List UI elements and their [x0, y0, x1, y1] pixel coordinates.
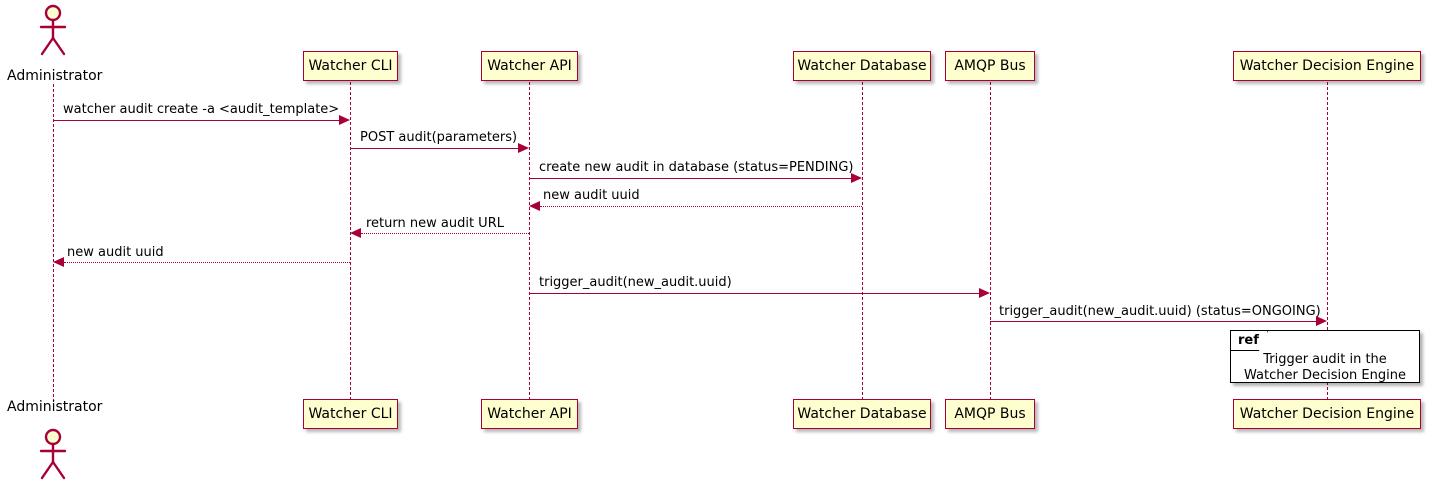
actor-administrator-bottom-label: Administrator	[7, 399, 103, 415]
message-1-line	[53, 120, 339, 121]
participant-watcher-decision-engine-bottom[interactable]: Watcher Decision Engine	[1233, 399, 1421, 429]
lifeline-administrator	[53, 84, 54, 402]
lifeline-watcher-cli	[350, 82, 351, 400]
message-3-label: create new audit in database (status=PEN…	[539, 160, 854, 175]
message-2-label: POST audit(parameters)	[360, 130, 518, 145]
participant-watcher-api-bottom[interactable]: Watcher API	[481, 399, 578, 429]
participant-watcher-decision-engine-bottom-label: Watcher Decision Engine	[1239, 406, 1415, 422]
participant-watcher-cli-bottom[interactable]: Watcher CLI	[303, 399, 398, 429]
lifeline-watcher-database	[862, 82, 863, 400]
participant-watcher-decision-engine-top[interactable]: Watcher Decision Engine	[1233, 51, 1421, 81]
lifeline-amqp-bus	[990, 82, 991, 400]
message-8-label: trigger_audit(new_audit.uuid) (status=ON…	[999, 304, 1321, 319]
message-3-arrowhead	[851, 173, 862, 183]
message-8-line	[990, 321, 1316, 322]
participant-watcher-api-bottom-label: Watcher API	[487, 406, 572, 422]
message-4-label: new audit uuid	[543, 188, 640, 203]
participant-watcher-database-top[interactable]: Watcher Database	[793, 51, 931, 81]
message-1-arrowhead	[339, 115, 350, 125]
participant-watcher-database-bottom[interactable]: Watcher Database	[793, 399, 931, 429]
actor-administrator-top-icon	[36, 4, 70, 56]
participant-watcher-database-bottom-label: Watcher Database	[797, 406, 927, 422]
message-5-line	[361, 233, 529, 234]
message-8-arrowhead	[1316, 316, 1327, 326]
message-6-arrowhead	[53, 257, 64, 267]
ref-fragment-tab-label: ref	[1238, 333, 1259, 348]
message-7-label: trigger_audit(new_audit.uuid)	[539, 275, 732, 290]
participant-watcher-decision-engine-top-label: Watcher Decision Engine	[1239, 58, 1415, 74]
participant-amqp-bus-bottom-label: AMQP Bus	[954, 406, 1026, 422]
participant-watcher-database-top-label: Watcher Database	[797, 58, 927, 74]
message-1-label: watcher audit create -a <audit_template>	[63, 102, 340, 117]
lifeline-watcher-api	[529, 82, 530, 400]
message-5-arrowhead	[350, 228, 361, 238]
ref-fragment-line-1: Trigger audit in the	[1263, 352, 1387, 367]
message-3-line	[529, 178, 851, 179]
message-4-arrowhead	[529, 201, 540, 211]
participant-amqp-bus-top-label: AMQP Bus	[954, 58, 1026, 74]
participant-watcher-cli-top-label: Watcher CLI	[308, 58, 393, 74]
ref-fragment: ref Trigger audit in the Watcher Decisio…	[1230, 330, 1420, 383]
message-7-arrowhead	[979, 288, 990, 298]
participant-watcher-cli-top[interactable]: Watcher CLI	[303, 51, 398, 81]
message-6-label: new audit uuid	[67, 245, 164, 260]
ref-fragment-tab: ref	[1231, 331, 1268, 351]
participant-watcher-cli-bottom-label: Watcher CLI	[308, 406, 393, 422]
message-2-line	[350, 148, 518, 149]
actor-administrator-bottom-icon	[36, 428, 70, 480]
message-4-line	[540, 206, 862, 207]
participant-amqp-bus-top[interactable]: AMQP Bus	[945, 51, 1035, 81]
message-6-line	[64, 262, 350, 263]
participant-watcher-api-top[interactable]: Watcher API	[481, 51, 578, 81]
actor-administrator-top-label: Administrator	[7, 68, 103, 84]
lifeline-watcher-decision-engine	[1327, 82, 1328, 400]
message-2-arrowhead	[518, 143, 529, 153]
message-5-label: return new audit URL	[366, 216, 504, 231]
ref-fragment-body: Trigger audit in the Watcher Decision En…	[1231, 352, 1419, 384]
ref-fragment-line-2: Watcher Decision Engine	[1244, 368, 1406, 383]
participant-amqp-bus-bottom[interactable]: AMQP Bus	[945, 399, 1035, 429]
participant-watcher-api-top-label: Watcher API	[487, 58, 572, 74]
message-7-line	[529, 293, 979, 294]
